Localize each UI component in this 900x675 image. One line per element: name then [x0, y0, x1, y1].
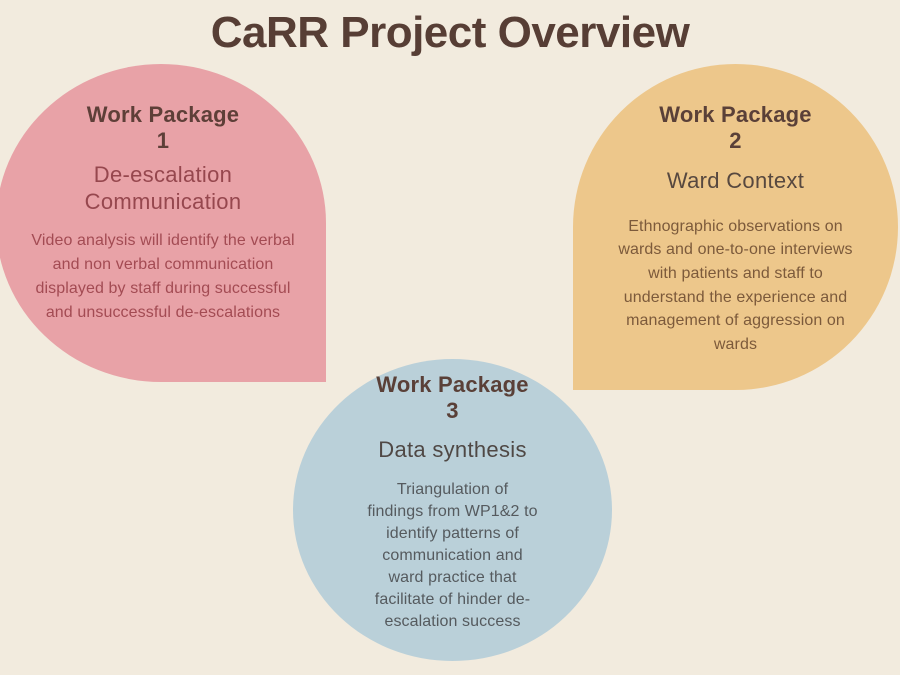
- work-package-1-heading: Work Package 1: [86, 102, 240, 153]
- page-title: CaRR Project Overview: [210, 8, 690, 57]
- work-package-2-description: Ethnographic observations on wards and o…: [618, 217, 853, 354]
- work-package-3-bubble: Work Package 3 Data synthesis Triangulat…: [293, 359, 612, 661]
- work-package-3-subtitle: Data synthesis: [378, 436, 527, 462]
- work-package-3-heading: Work Package 3: [376, 372, 529, 423]
- work-package-2-bubble: Work Package 2 Ward Context Ethnographic…: [573, 64, 898, 390]
- work-package-1-description: Video analysis will identify the verbal …: [31, 231, 295, 321]
- work-package-2-subtitle: Ward Context: [666, 167, 805, 193]
- work-package-1-subtitle: De-escalation Communication: [84, 161, 242, 214]
- work-package-2-heading: Work Package 2: [659, 102, 812, 153]
- work-package-1-bubble: Work Package 1 De-escalation Communicati…: [0, 64, 326, 382]
- work-package-3-description: Triangulation of findings from WP1&2 to …: [367, 480, 538, 631]
